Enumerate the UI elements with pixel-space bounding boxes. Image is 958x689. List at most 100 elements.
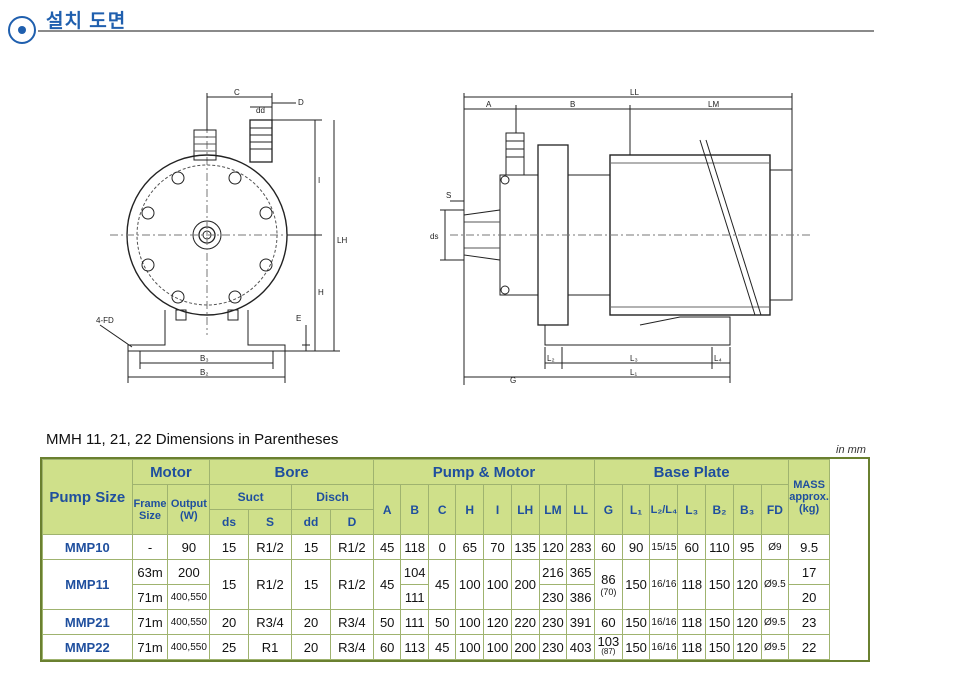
dim-label-b3: B₃ bbox=[200, 354, 209, 363]
dim-label-e: E bbox=[296, 314, 301, 323]
table-cell-g: 86 (70) bbox=[594, 559, 623, 610]
table-cell: 100 bbox=[455, 634, 485, 660]
table-cell: 20 bbox=[788, 584, 830, 610]
header-ds: ds bbox=[209, 509, 249, 535]
header-g: G bbox=[594, 484, 623, 535]
table-cell: Ø9 bbox=[760, 534, 790, 560]
model-cell: MMP21 bbox=[42, 609, 133, 635]
header-fd: FD bbox=[760, 484, 790, 535]
table-cell: 16/16 bbox=[649, 634, 679, 660]
header-i: I bbox=[483, 484, 512, 535]
table-cell: 45 bbox=[372, 534, 402, 560]
table-cell: 65 bbox=[455, 534, 485, 560]
table-cell: 120 bbox=[732, 634, 762, 660]
table-cell: R3/4 bbox=[329, 634, 375, 660]
dim-label-b: B bbox=[570, 100, 575, 109]
table-cell: 216 bbox=[538, 559, 568, 585]
dim-label-l2: L₂ bbox=[547, 354, 555, 363]
header-row-2: Frame Size Output (W) Suct Disch A B C H… bbox=[43, 484, 868, 535]
table-cell-value: 86 bbox=[601, 572, 616, 587]
dim-label-l3: L₃ bbox=[630, 354, 638, 363]
table-cell: 90 bbox=[621, 534, 651, 560]
table-cell: 104 bbox=[400, 559, 430, 585]
table-cell: 100 bbox=[455, 609, 485, 635]
table-cell: 63m bbox=[131, 559, 169, 585]
dim-label-fd: 4-FD bbox=[96, 316, 114, 325]
table-row: MMP21 71m 400,550 20 R3/4 20 R3/4 50 111… bbox=[42, 609, 868, 635]
dim-label-ll: LL bbox=[630, 88, 639, 97]
table-cell: 71m bbox=[131, 634, 169, 660]
dim-label-i: I bbox=[318, 176, 320, 185]
table-cell: 150 bbox=[621, 559, 651, 610]
table-cell: 400,550 bbox=[167, 609, 211, 635]
table-cell: 15 bbox=[291, 534, 331, 560]
table-cell: 283 bbox=[566, 534, 595, 560]
table-cell: 20 bbox=[291, 609, 331, 635]
header-c: C bbox=[428, 484, 457, 535]
table-cell-note: (70) bbox=[600, 587, 617, 597]
header-frame-size: Frame Size bbox=[131, 484, 169, 535]
header-h: H bbox=[455, 484, 485, 535]
table-cell-note: (87) bbox=[601, 647, 616, 656]
table-caption: MMH 11, 21, 22 Dimensions in Parentheses bbox=[46, 431, 339, 448]
table-row: MMP11 63m 200 15 R1/2 15 R1/2 45 104 45 … bbox=[42, 559, 868, 610]
table-cell: 118 bbox=[400, 534, 430, 560]
dimensions-table: Pump Size Motor Bore Pump & Motor Base P… bbox=[40, 457, 870, 662]
dim-label-ds: ds bbox=[430, 232, 438, 241]
table-cell: Ø9.5 bbox=[760, 634, 790, 660]
table-row: MMP22 71m 400,550 25 R1 20 R3/4 60 113 4… bbox=[42, 634, 868, 660]
table-cell: 90 bbox=[167, 534, 211, 560]
table-cell: R1/2 bbox=[329, 534, 375, 560]
table-cell: 120 bbox=[732, 609, 762, 635]
table-cell: 118 bbox=[677, 634, 707, 660]
header-pump-size: Pump Size bbox=[42, 459, 133, 535]
table-cell: 391 bbox=[566, 609, 595, 635]
table-cell: 220 bbox=[510, 609, 540, 635]
table-cell: - bbox=[131, 534, 169, 560]
table-cell: 111 bbox=[400, 609, 430, 635]
header-dd: dd bbox=[291, 509, 331, 535]
table-cell: 230 bbox=[538, 584, 568, 610]
model-cell: MMP10 bbox=[42, 534, 133, 560]
header-b: B bbox=[400, 484, 430, 535]
header-lm: LM bbox=[538, 484, 568, 535]
table-cell: 100 bbox=[455, 559, 485, 610]
table-cell: 400,550 bbox=[167, 634, 211, 660]
table-cell: 365 bbox=[566, 559, 595, 585]
dim-label-lh: LH bbox=[337, 236, 347, 245]
header-b2: B₂ bbox=[705, 484, 734, 535]
table-cell: 200 bbox=[510, 559, 540, 610]
table-cell: 9.5 bbox=[788, 534, 830, 560]
table-row: 71m 400,550 111 230 386 20 bbox=[43, 584, 868, 610]
model-cell: MMP11 bbox=[42, 559, 133, 610]
header-pump-motor: Pump & Motor bbox=[373, 459, 595, 485]
header-base-plate: Base Plate bbox=[593, 459, 790, 485]
table-cell: 150 bbox=[705, 634, 734, 660]
header-l2l4: L₂/L₄ bbox=[649, 484, 679, 535]
dim-label-lm: LM bbox=[708, 100, 719, 109]
table-cell: 118 bbox=[677, 609, 707, 635]
table-cell: 0 bbox=[428, 534, 457, 560]
table-cell: 200 bbox=[167, 559, 211, 585]
table-cell: R1/2 bbox=[329, 559, 375, 610]
table-cell: 60 bbox=[677, 534, 707, 560]
table-cell: 20 bbox=[209, 609, 249, 635]
table-cell: 71m bbox=[131, 609, 169, 635]
model-cell: MMP22 bbox=[42, 634, 133, 660]
header-mass: MASS approx. (kg) bbox=[788, 459, 830, 535]
header-b3: B₃ bbox=[732, 484, 762, 535]
side-view bbox=[440, 93, 810, 385]
table-cell: Ø9.5 bbox=[760, 559, 790, 610]
section-divider bbox=[38, 30, 874, 32]
dim-label-d: D bbox=[298, 98, 304, 107]
dim-label-c: C bbox=[234, 88, 240, 97]
table-cell: R3/4 bbox=[329, 609, 375, 635]
header-motor: Motor bbox=[131, 459, 211, 485]
table-cell: 50 bbox=[428, 609, 457, 635]
header-bore: Bore bbox=[209, 459, 374, 485]
table-cell: 100 bbox=[483, 559, 512, 610]
table-cell: 25 bbox=[209, 634, 249, 660]
unit-label: in mm bbox=[836, 444, 866, 456]
dim-label-l4: L₄ bbox=[714, 354, 722, 363]
table-cell: 403 bbox=[566, 634, 595, 660]
